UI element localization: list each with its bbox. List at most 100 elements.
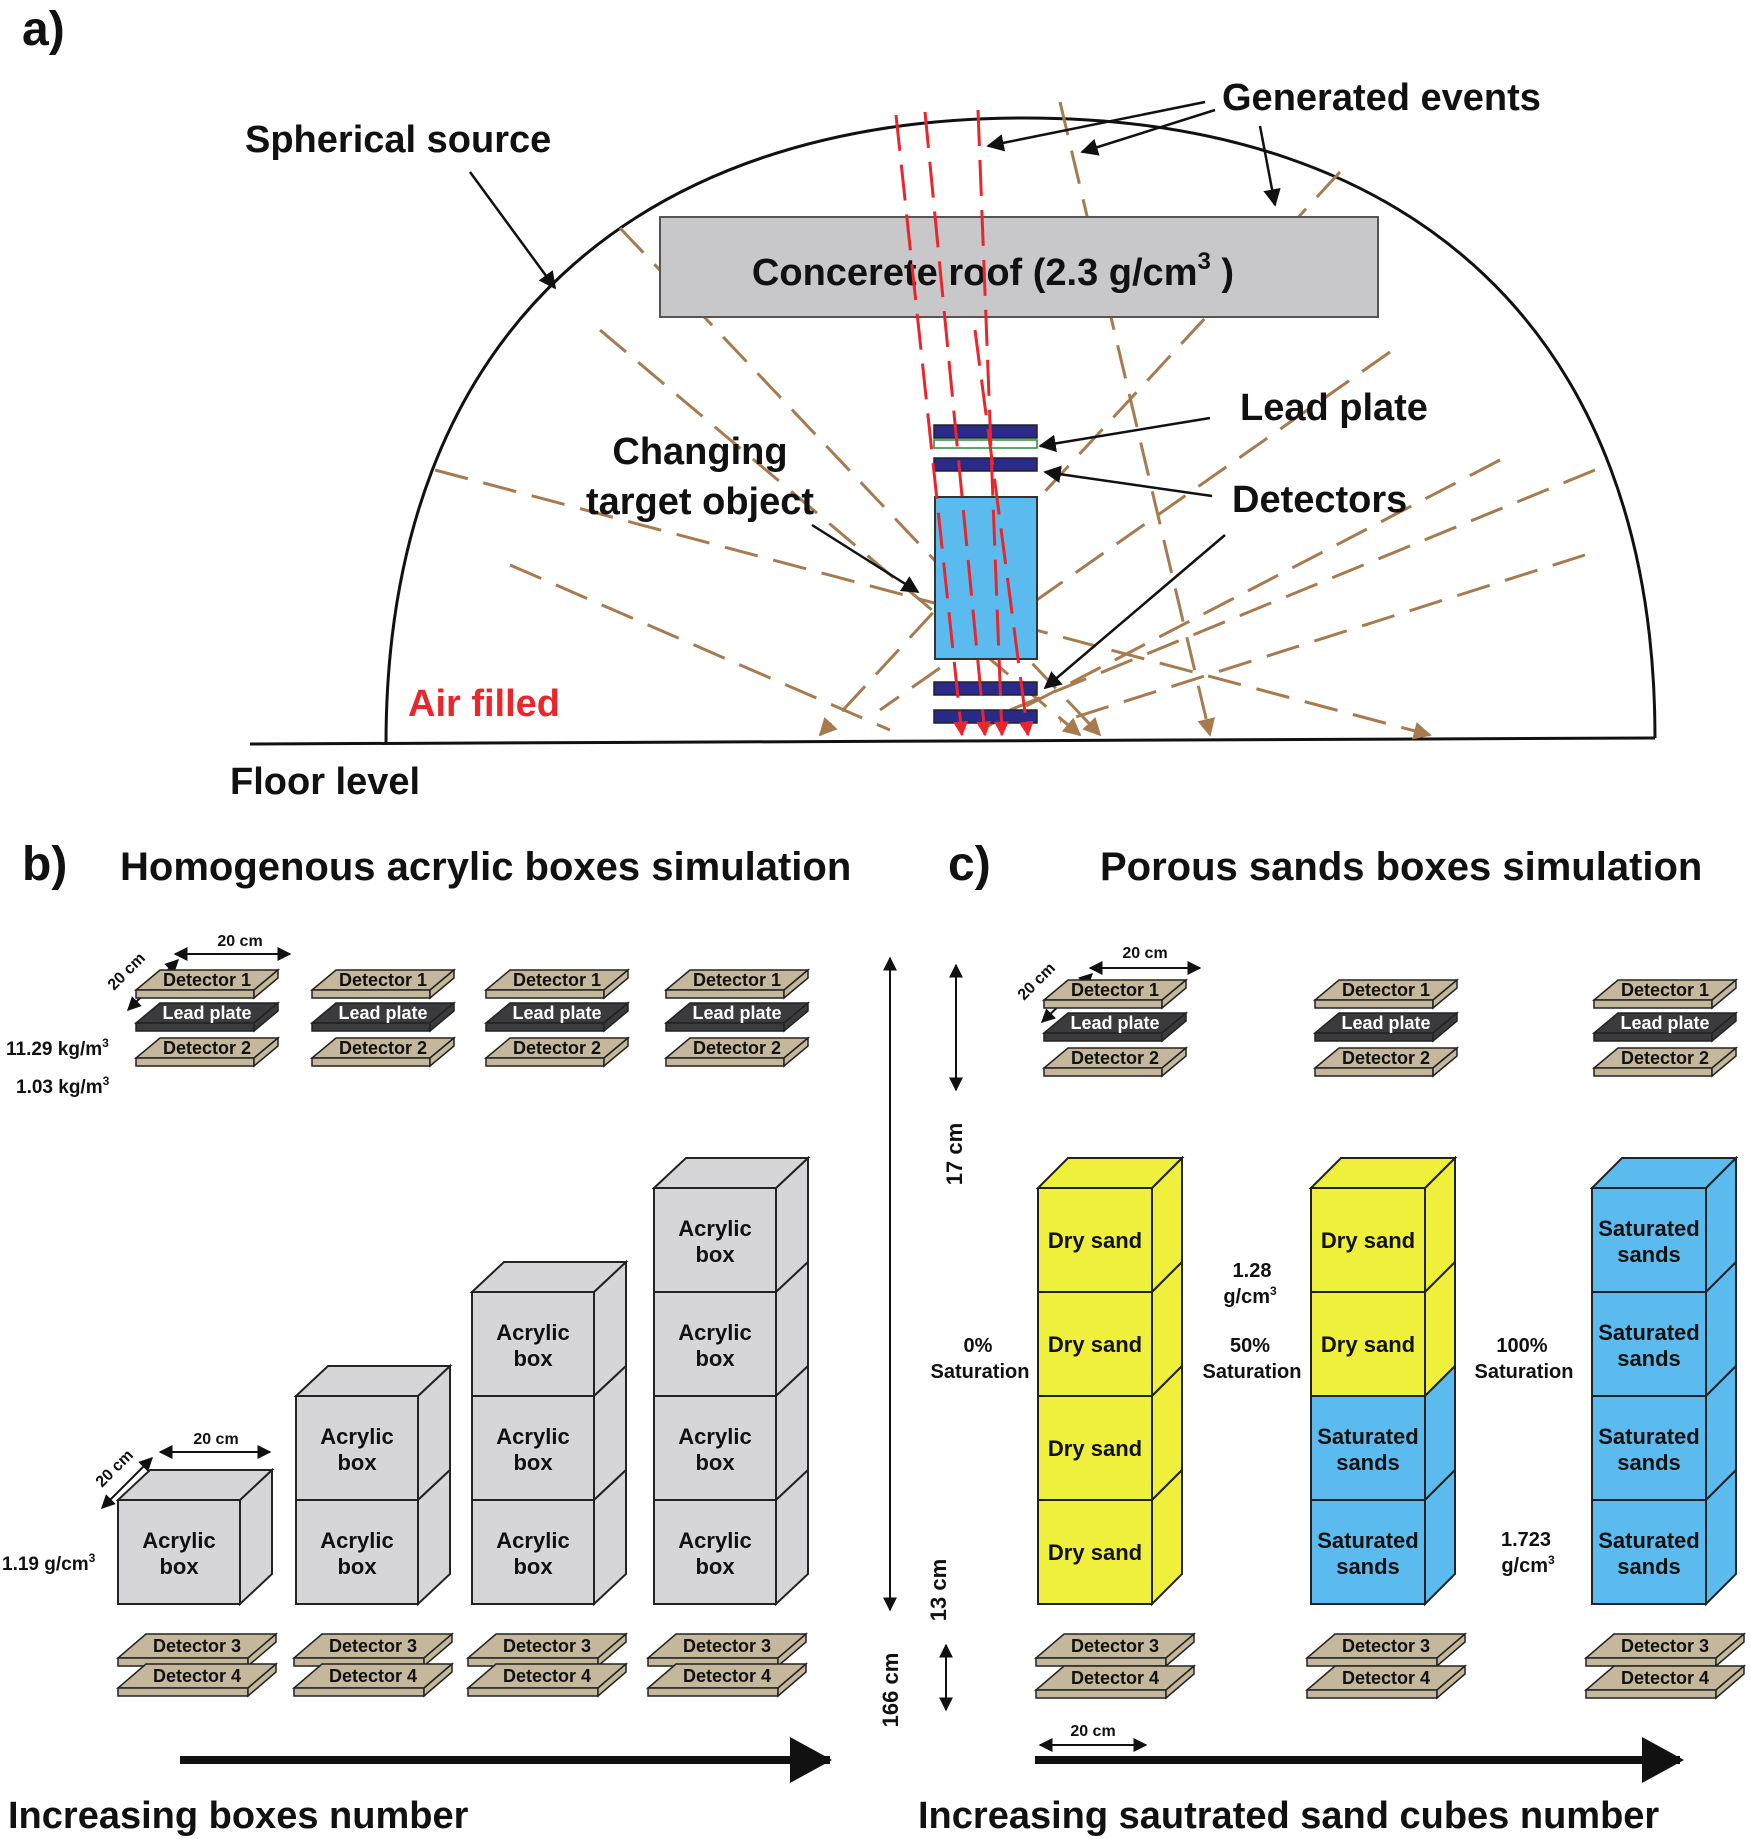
sand-stack-2-cube-side (1424, 1467, 1456, 1607)
sand-stack-2-top-face (1308, 1157, 1458, 1189)
lead-plate: Lead plate (133, 1001, 281, 1033)
detector-bar-3 (933, 681, 1038, 696)
panel-c: c) Porous sands boxes simulation 166 cm … (878, 838, 1747, 1837)
panel-a: a) Concerete roof (2.3 g/cm3 ) (22, 3, 1657, 803)
detector-4-plate-front (467, 1687, 599, 1697)
detector-1-plate: Detector 1 (1591, 978, 1739, 1010)
detector-4-plate-side (247, 1662, 277, 1698)
detector-4-plate-front (1585, 1689, 1717, 1699)
acrylic-stack-2-top-face (293, 1365, 453, 1397)
detector-1-plate-front (1593, 999, 1713, 1009)
detector-2-plate-side (1711, 1046, 1737, 1078)
sand-stack-3-cube-label-2: sands (1617, 1450, 1681, 1475)
saturated-density-unit: g/cm3 (1501, 1553, 1555, 1577)
detector-4-plate-front (293, 1687, 425, 1697)
acrylic-stack-2-cube-label-2: box (337, 1554, 377, 1579)
lead-plate-label: Lead plate (512, 1003, 601, 1023)
detector-4-plate-front (647, 1687, 779, 1697)
panel-b-label: b) (22, 838, 67, 891)
lead-plate-label: Lead plate (162, 1003, 251, 1023)
detector-4-plate-label: Detector 4 (329, 1666, 417, 1686)
sand-stack-3-cube-label-2: sands (1617, 1346, 1681, 1371)
sand-stack-1-cube-label: Dry sand (1048, 1540, 1142, 1565)
detector-3-plate-front (1585, 1657, 1717, 1667)
detector-3-plate: Detector 3 (1304, 1632, 1468, 1668)
detected-event-rays (894, 109, 1034, 737)
detector-2-plate-front (485, 1057, 605, 1067)
sand-stack-1-cube-side (1151, 1467, 1183, 1607)
sand-stack-1-cube-front (1037, 1395, 1153, 1501)
panel-b-title: Homogenous acrylic boxes simulation (120, 845, 851, 889)
detector-1-plate-side (1711, 978, 1737, 1010)
detector-4-plate-side (1436, 1664, 1466, 1700)
saturated-density-value: 1.723 (1501, 1529, 1551, 1551)
sand-stack-2-cube-front (1310, 1395, 1426, 1501)
lead-plate-front (1593, 1032, 1713, 1042)
detector-1-plate-label: Detector 1 (339, 970, 427, 990)
detector-1-plate-side (603, 968, 629, 1000)
box-depth-dimension-label: 20 cm (93, 1447, 137, 1491)
detector-1-plate-side (1432, 978, 1458, 1010)
detector-3-plate: Detector 3 (1033, 1632, 1197, 1668)
bottom-width-dimension-label: 20 cm (1070, 1723, 1115, 1740)
acrylic-stack-2-cube-label-1: Acrylic (320, 1528, 393, 1553)
detector-1-plate-side (429, 968, 455, 1000)
detector-4-plate-side (1165, 1664, 1195, 1700)
acrylic-stack-4-cube-front (653, 1395, 777, 1501)
sand-stack-3-top-face (1589, 1157, 1739, 1189)
lead-plate-side (783, 1001, 809, 1033)
sand-stack-3-cube-label-1: Saturated (1598, 1424, 1699, 1449)
generated-events-arrow (1258, 125, 1281, 207)
detectors-arrow-upper (1043, 465, 1213, 498)
detector-1-plate-label: Detector 1 (1621, 980, 1709, 1000)
detector-4-plate-label: Detector 4 (153, 1666, 241, 1686)
detector-3-plate-label: Detector 3 (503, 1636, 591, 1656)
lead-plate-label: Lead plate (1070, 1013, 1159, 1033)
detector-4-plate-side (1715, 1664, 1745, 1700)
acrylic-stack-2-cube-label-1: Acrylic (320, 1424, 393, 1449)
detector-2-plate-side (783, 1036, 809, 1068)
event-ray (434, 468, 1432, 740)
sand-stack-2-cube-front (1310, 1499, 1426, 1605)
acrylic-stack-4-cube-label-1: Acrylic (678, 1320, 751, 1345)
detector-2-plate-label: Detector 2 (513, 1038, 601, 1058)
detector-2-plate-front (1593, 1067, 1713, 1077)
sand-stack-2-cube-label-2: sands (1336, 1554, 1400, 1579)
panel-a-label: a) (22, 3, 65, 56)
detector-3-plate: Detector 3 (115, 1632, 279, 1668)
detector-1-plate-label: Detector 1 (513, 970, 601, 990)
lead-plate-side (253, 1001, 279, 1033)
detector-2-plate: Detector 2 (1312, 1046, 1460, 1078)
event-ray (1009, 468, 1596, 712)
changing-target-arrow (811, 523, 920, 594)
detector-2-plate: Detector 2 (1591, 1046, 1739, 1078)
detector-3-plate: Detector 3 (645, 1632, 809, 1668)
width-dimension-label: 20 cm (1122, 945, 1167, 962)
detector-2-plate-front (311, 1057, 431, 1067)
box-depth-dimension-line (101, 1457, 153, 1509)
acrylic-stack-2-cube-side (417, 1467, 451, 1607)
saturation-100-label: Saturation (1475, 1361, 1574, 1383)
acrylic-stack-4-top-face (651, 1157, 811, 1189)
sand-stack-1-cube-label: Dry sand (1048, 1332, 1142, 1357)
detector-1-plate: Detector 1 (133, 968, 281, 1000)
detector-1-plate-front (665, 989, 785, 999)
detector-4-plate-side (777, 1662, 807, 1698)
detector-3-plate-side (1436, 1632, 1466, 1668)
detector-3-plate: Detector 3 (1583, 1632, 1747, 1668)
detector-1-plate: Detector 1 (663, 968, 811, 1000)
detector-1-plate: Detector 1 (1312, 978, 1460, 1010)
detector-4-plate-front (1306, 1689, 1438, 1699)
lead-plate: Lead plate (483, 1001, 631, 1033)
generated-events-arrow (1080, 108, 1216, 156)
sand-stack-1-cube-front (1037, 1187, 1153, 1293)
lead-plate: Lead plate (309, 1001, 457, 1033)
detector-density-label: 1.03 kg/m3 (16, 1074, 110, 1098)
dry-density-value: 1.28 (1233, 1260, 1272, 1282)
lead-plate-front (1314, 1032, 1434, 1042)
detector-1-plate-side (1161, 978, 1187, 1010)
lead-plate-label: Lead plate (1341, 1013, 1430, 1033)
detected-ray (976, 109, 1009, 737)
